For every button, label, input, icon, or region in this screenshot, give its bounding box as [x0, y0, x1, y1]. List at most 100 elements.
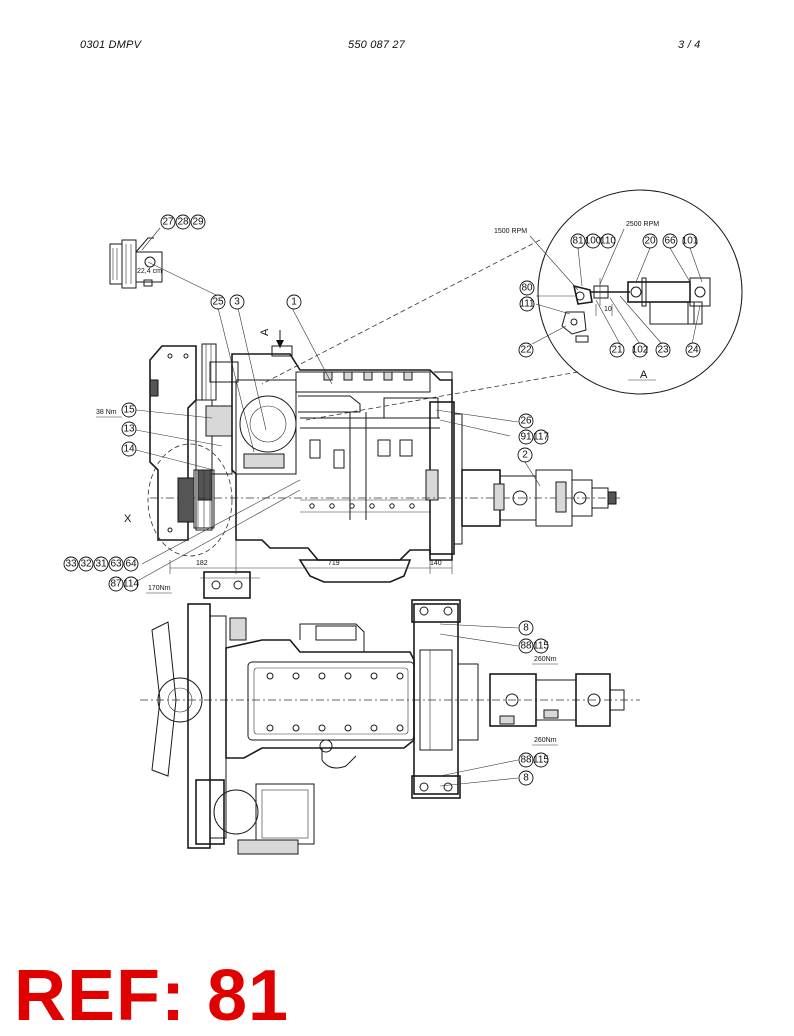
- callout-29: [190, 214, 206, 230]
- callout-66-text: 66: [664, 236, 676, 247]
- callout-22: [518, 342, 534, 358]
- callout-20-text: 20: [644, 236, 656, 247]
- callout-32: [78, 556, 94, 572]
- callout-25-text: 25: [212, 297, 224, 308]
- callout-14: [121, 441, 137, 457]
- callout-115-lower: [533, 752, 549, 768]
- callout-3: [229, 294, 245, 310]
- callout-87: [108, 576, 124, 592]
- callout-91: [518, 429, 534, 445]
- callout-24: [685, 342, 701, 358]
- callout-100-text: 100: [585, 236, 602, 247]
- callout-111-text: 111: [519, 299, 535, 310]
- callout-63: [108, 556, 124, 572]
- callout-20: [642, 233, 658, 249]
- callout-31: [93, 556, 109, 572]
- center-mount-bracket: [200, 571, 260, 599]
- callout-117-text: 117: [533, 432, 549, 443]
- callout-64-text: 64: [125, 559, 137, 570]
- callout-87-text: 87: [110, 579, 122, 590]
- callout-8-upper: [518, 620, 534, 636]
- dim-182: 182: [196, 560, 208, 567]
- callout-80-text: 80: [521, 283, 533, 294]
- leader-lines: [131, 227, 703, 787]
- dimension-lines: 182 719 140: [169, 540, 453, 574]
- callout-110-text: 110: [600, 236, 616, 247]
- callout-81: [570, 233, 586, 249]
- reference-label: REF: 81: [14, 956, 290, 1036]
- callout-22-text: 22: [520, 345, 532, 356]
- callout-26: [518, 413, 534, 429]
- callout-23: [655, 342, 671, 358]
- callout-15-text: 15: [123, 405, 135, 416]
- callout-3-text: 3: [234, 297, 240, 308]
- callout-14-text: 14: [123, 444, 135, 455]
- callout-102: [632, 342, 648, 358]
- callout-15: [121, 402, 137, 418]
- callout-27: [160, 214, 176, 230]
- callout-25: [210, 294, 226, 310]
- torque-38nm: 38 Nm: [96, 409, 117, 416]
- belt-detail: 22,4 cm: [109, 237, 163, 289]
- rpm-2500-label: 2500 RPM: [626, 221, 659, 228]
- callout-117: [533, 429, 549, 445]
- engine-top-view: [140, 599, 640, 855]
- torque-170nm: 170Nm: [148, 585, 171, 592]
- detail-a-outline: [537, 189, 743, 395]
- callout-28-text: 28: [177, 217, 189, 228]
- callout-26-text: 26: [520, 416, 532, 427]
- dim-140: 140: [430, 560, 442, 567]
- callout-115-upper-text: 115: [533, 641, 549, 652]
- engine-side-view: A: [149, 328, 620, 583]
- dim-719: 719: [328, 560, 340, 567]
- callout-81-text: 81: [572, 236, 584, 247]
- callout-114-text: 114: [123, 579, 139, 590]
- callout-100: [585, 233, 601, 249]
- torque-260nm-lower: 260Nm: [534, 737, 557, 744]
- detail-x-outline: [147, 443, 233, 557]
- callout-21-text: 21: [611, 345, 623, 356]
- callout-64: [123, 556, 139, 572]
- header-part-number: 550 087 27: [348, 39, 406, 51]
- detail-a-content: [561, 277, 711, 343]
- callout-114: [123, 576, 139, 592]
- callout-111: [519, 296, 535, 312]
- callout-115-upper: [533, 638, 549, 654]
- callout-88-upper-text: 88: [520, 641, 532, 652]
- rpm-1500-label: 1500 RPM: [494, 228, 527, 235]
- callout-91-text: 91: [520, 432, 532, 443]
- callout-80: [519, 280, 535, 296]
- callout-23-text: 23: [657, 345, 669, 356]
- callout-88-upper: [518, 638, 534, 654]
- detail-x-label: X: [124, 513, 132, 525]
- callout-33: [63, 556, 79, 572]
- detail-x-content: [177, 469, 215, 529]
- callout-13-text: 13: [123, 424, 135, 435]
- torque-260nm-upper: 260Nm: [534, 656, 557, 663]
- callout-13: [121, 421, 137, 437]
- callout-115-lower-text: 115: [533, 755, 549, 766]
- callout-1: [286, 294, 302, 310]
- callout-101: [682, 233, 698, 249]
- callout-2: [517, 447, 533, 463]
- callout-88-lower: [518, 752, 534, 768]
- callout-2-text: 2: [522, 450, 528, 461]
- callout-66: [662, 233, 678, 249]
- callout-110: [600, 233, 616, 249]
- callout-28: [175, 214, 191, 230]
- view-arrow-label: A: [259, 328, 271, 336]
- callout-1-text: 1: [291, 297, 297, 308]
- belt-note-text: 22,4 cm: [137, 268, 162, 275]
- header-document-code: 0301 DMPV: [80, 39, 142, 51]
- header-page-number: 3 / 4: [678, 39, 701, 51]
- callout-88-lower-text: 88: [520, 755, 532, 766]
- callout-32-text: 32: [80, 559, 92, 570]
- callout-63-text: 63: [110, 559, 122, 570]
- callout-8-lower: [518, 770, 534, 786]
- callout-21: [609, 342, 625, 358]
- dim-10: 10: [604, 306, 612, 313]
- callout-27-text: 27: [162, 217, 174, 228]
- callout-101-text: 101: [682, 236, 699, 247]
- callout-8-upper-text: 8: [523, 623, 529, 634]
- callout-29-text: 29: [192, 217, 204, 228]
